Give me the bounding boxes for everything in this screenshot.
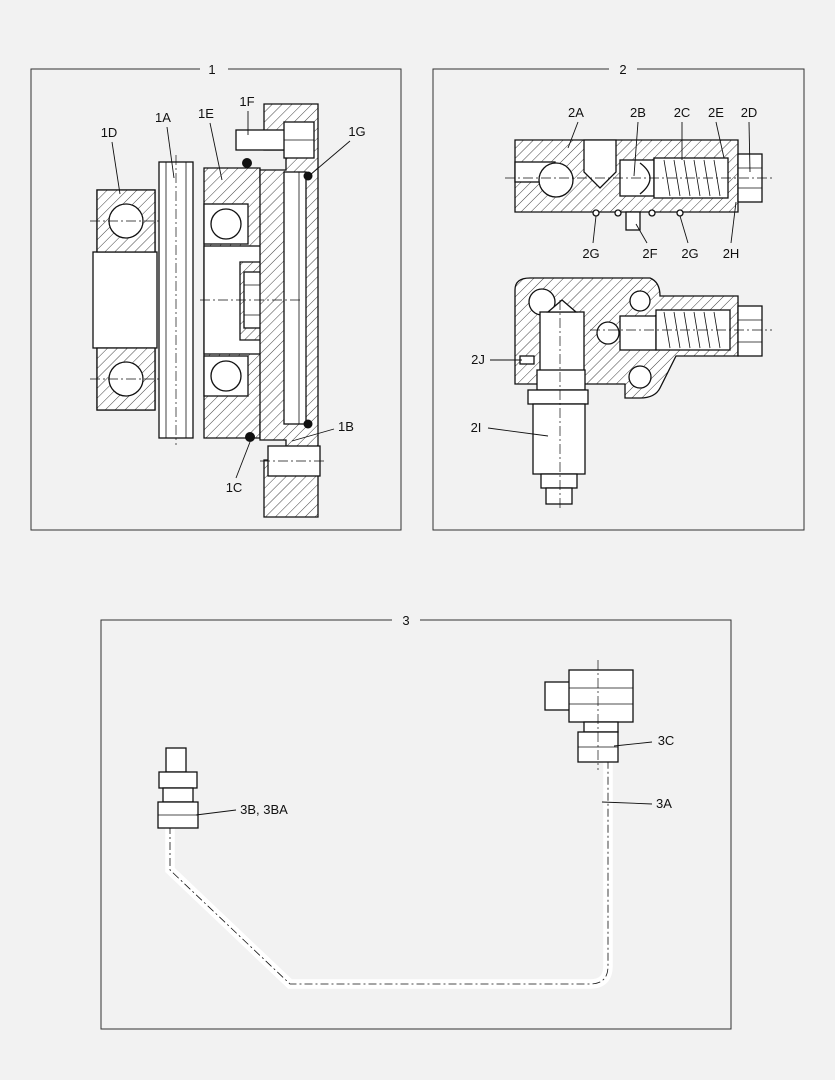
label-1g: 1G bbox=[348, 124, 365, 139]
label-1f: 1F bbox=[239, 94, 254, 109]
label-2j: 2J bbox=[471, 352, 485, 367]
bolt-1f bbox=[235, 129, 289, 151]
panel-1-number: 1 bbox=[208, 62, 215, 77]
label-3c: 3C bbox=[658, 733, 675, 748]
label-2c: 2C bbox=[674, 105, 691, 120]
panel-2-frame: 2 bbox=[432, 62, 805, 531]
label-3b-3ba: 3B, 3BA bbox=[240, 802, 288, 817]
fitting-thread-left bbox=[165, 747, 187, 773]
label-3a: 3A bbox=[656, 796, 672, 811]
panel-2-number: 2 bbox=[619, 62, 626, 77]
label-2e: 2E bbox=[708, 105, 724, 120]
o-ring-top bbox=[242, 158, 252, 168]
label-1a: 1A bbox=[155, 110, 171, 125]
label-2i: 2I bbox=[471, 420, 482, 435]
o-ring-bottom bbox=[303, 419, 313, 429]
label-2a: 2A bbox=[568, 105, 584, 120]
label-2b: 2B bbox=[630, 105, 646, 120]
panel-2-upper-valve bbox=[505, 139, 772, 231]
panel-3-pipe bbox=[157, 660, 634, 989]
o-ring-1g bbox=[303, 171, 313, 181]
label-2g-left: 2G bbox=[582, 246, 599, 261]
label-1e: 1E bbox=[198, 106, 214, 121]
label-2d: 2D bbox=[741, 105, 758, 120]
label-1b: 1B bbox=[338, 419, 354, 434]
label-2h: 2H bbox=[723, 246, 740, 261]
label-2g-right: 2G bbox=[681, 246, 698, 261]
o-ring-1c bbox=[245, 432, 255, 442]
panel-1-drawing bbox=[90, 103, 325, 518]
label-2f: 2F bbox=[642, 246, 657, 261]
panel-1-callouts: 1D 1A 1E 1F 1G 1B 1C bbox=[101, 94, 366, 495]
panel-3-number: 3 bbox=[402, 613, 409, 628]
panel-2-callouts: 2A 2B 2C 2E 2D 2G 2F 2G 2H 2J 2I bbox=[471, 105, 758, 437]
label-1c: 1C bbox=[226, 480, 243, 495]
elbow-fitting bbox=[568, 669, 634, 723]
panel-3-frame: 3 bbox=[100, 613, 732, 1030]
label-1d: 1D bbox=[101, 125, 118, 140]
panel-2-lower-valve bbox=[514, 277, 772, 510]
panel-1-frame: 1 bbox=[30, 62, 402, 531]
panel-3-callouts: 3C 3A 3B, 3BA bbox=[195, 733, 675, 817]
